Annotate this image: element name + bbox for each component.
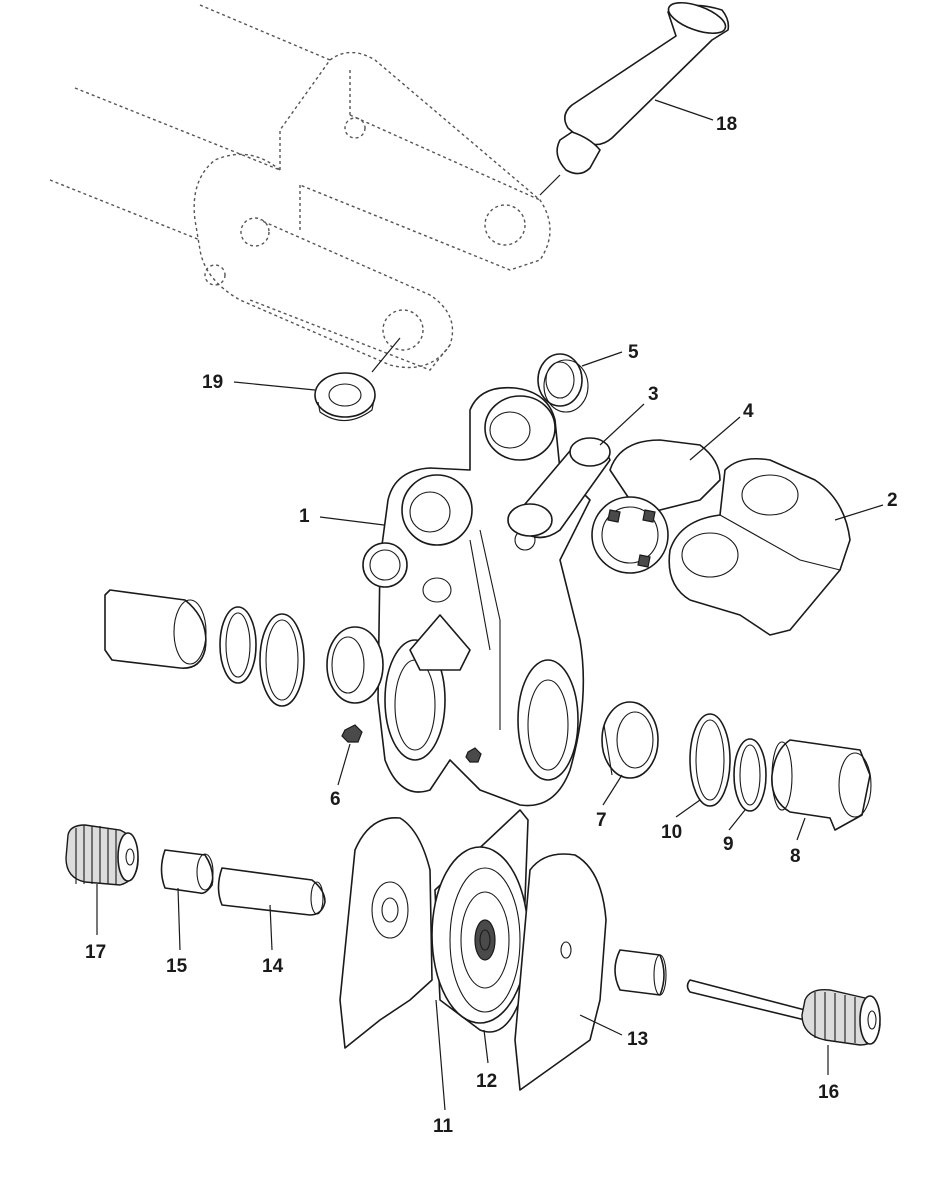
callout-18: 18 (716, 114, 737, 135)
part-7-bearing (601, 701, 659, 779)
callout-7: 7 (596, 810, 607, 831)
phantom-boom-arm (49, 4, 551, 371)
callout-13: 13 (627, 1029, 648, 1050)
callout-19: 19 (202, 372, 223, 393)
callout-9: 9 (723, 834, 734, 855)
part-14-pin (217, 867, 326, 916)
part-13-side-plate (514, 853, 607, 1091)
part-4-cylinder (591, 439, 721, 574)
part-1-housing (362, 386, 591, 807)
part-16-rod-knob (686, 979, 881, 1046)
part-12-sheave-wheel (431, 809, 529, 1033)
callout-12: 12 (476, 1071, 497, 1092)
left-bushing-group (104, 589, 384, 707)
part-18-pivot-pin (539, 1, 730, 196)
callout-labels: 18 19 5 3 4 2 1 6 7 10 9 8 17 15 14 13 1… (85, 114, 898, 1137)
callout-8: 8 (790, 846, 801, 867)
callout-17: 17 (85, 942, 106, 963)
callout-5: 5 (628, 342, 639, 363)
small-bushing (614, 949, 667, 996)
callout-11: 11 (433, 1116, 454, 1137)
callout-6: 6 (330, 789, 341, 810)
part-9-snap-ring (733, 738, 767, 812)
callout-1: 1 (299, 506, 310, 527)
callout-3: 3 (648, 384, 659, 405)
callout-15: 15 (166, 956, 188, 977)
part-6-nut (341, 724, 482, 763)
part-5-bushing (537, 353, 589, 413)
part-2-link-plate (668, 457, 851, 636)
callout-10: 10 (661, 822, 682, 843)
callout-14: 14 (262, 956, 284, 977)
callout-16: 16 (818, 1082, 839, 1103)
callout-2: 2 (887, 490, 898, 511)
part-19-spacer (314, 337, 401, 422)
part-17-threaded-knob (65, 824, 139, 886)
callout-4: 4 (743, 401, 754, 422)
part-10-retaining-ring (689, 713, 731, 807)
part-3-sleeve (507, 437, 611, 539)
part-15-bushing (160, 849, 214, 895)
leader-lines (96, 99, 884, 1111)
part-11-side-plate (339, 817, 433, 1049)
part-8-tube (771, 739, 872, 831)
